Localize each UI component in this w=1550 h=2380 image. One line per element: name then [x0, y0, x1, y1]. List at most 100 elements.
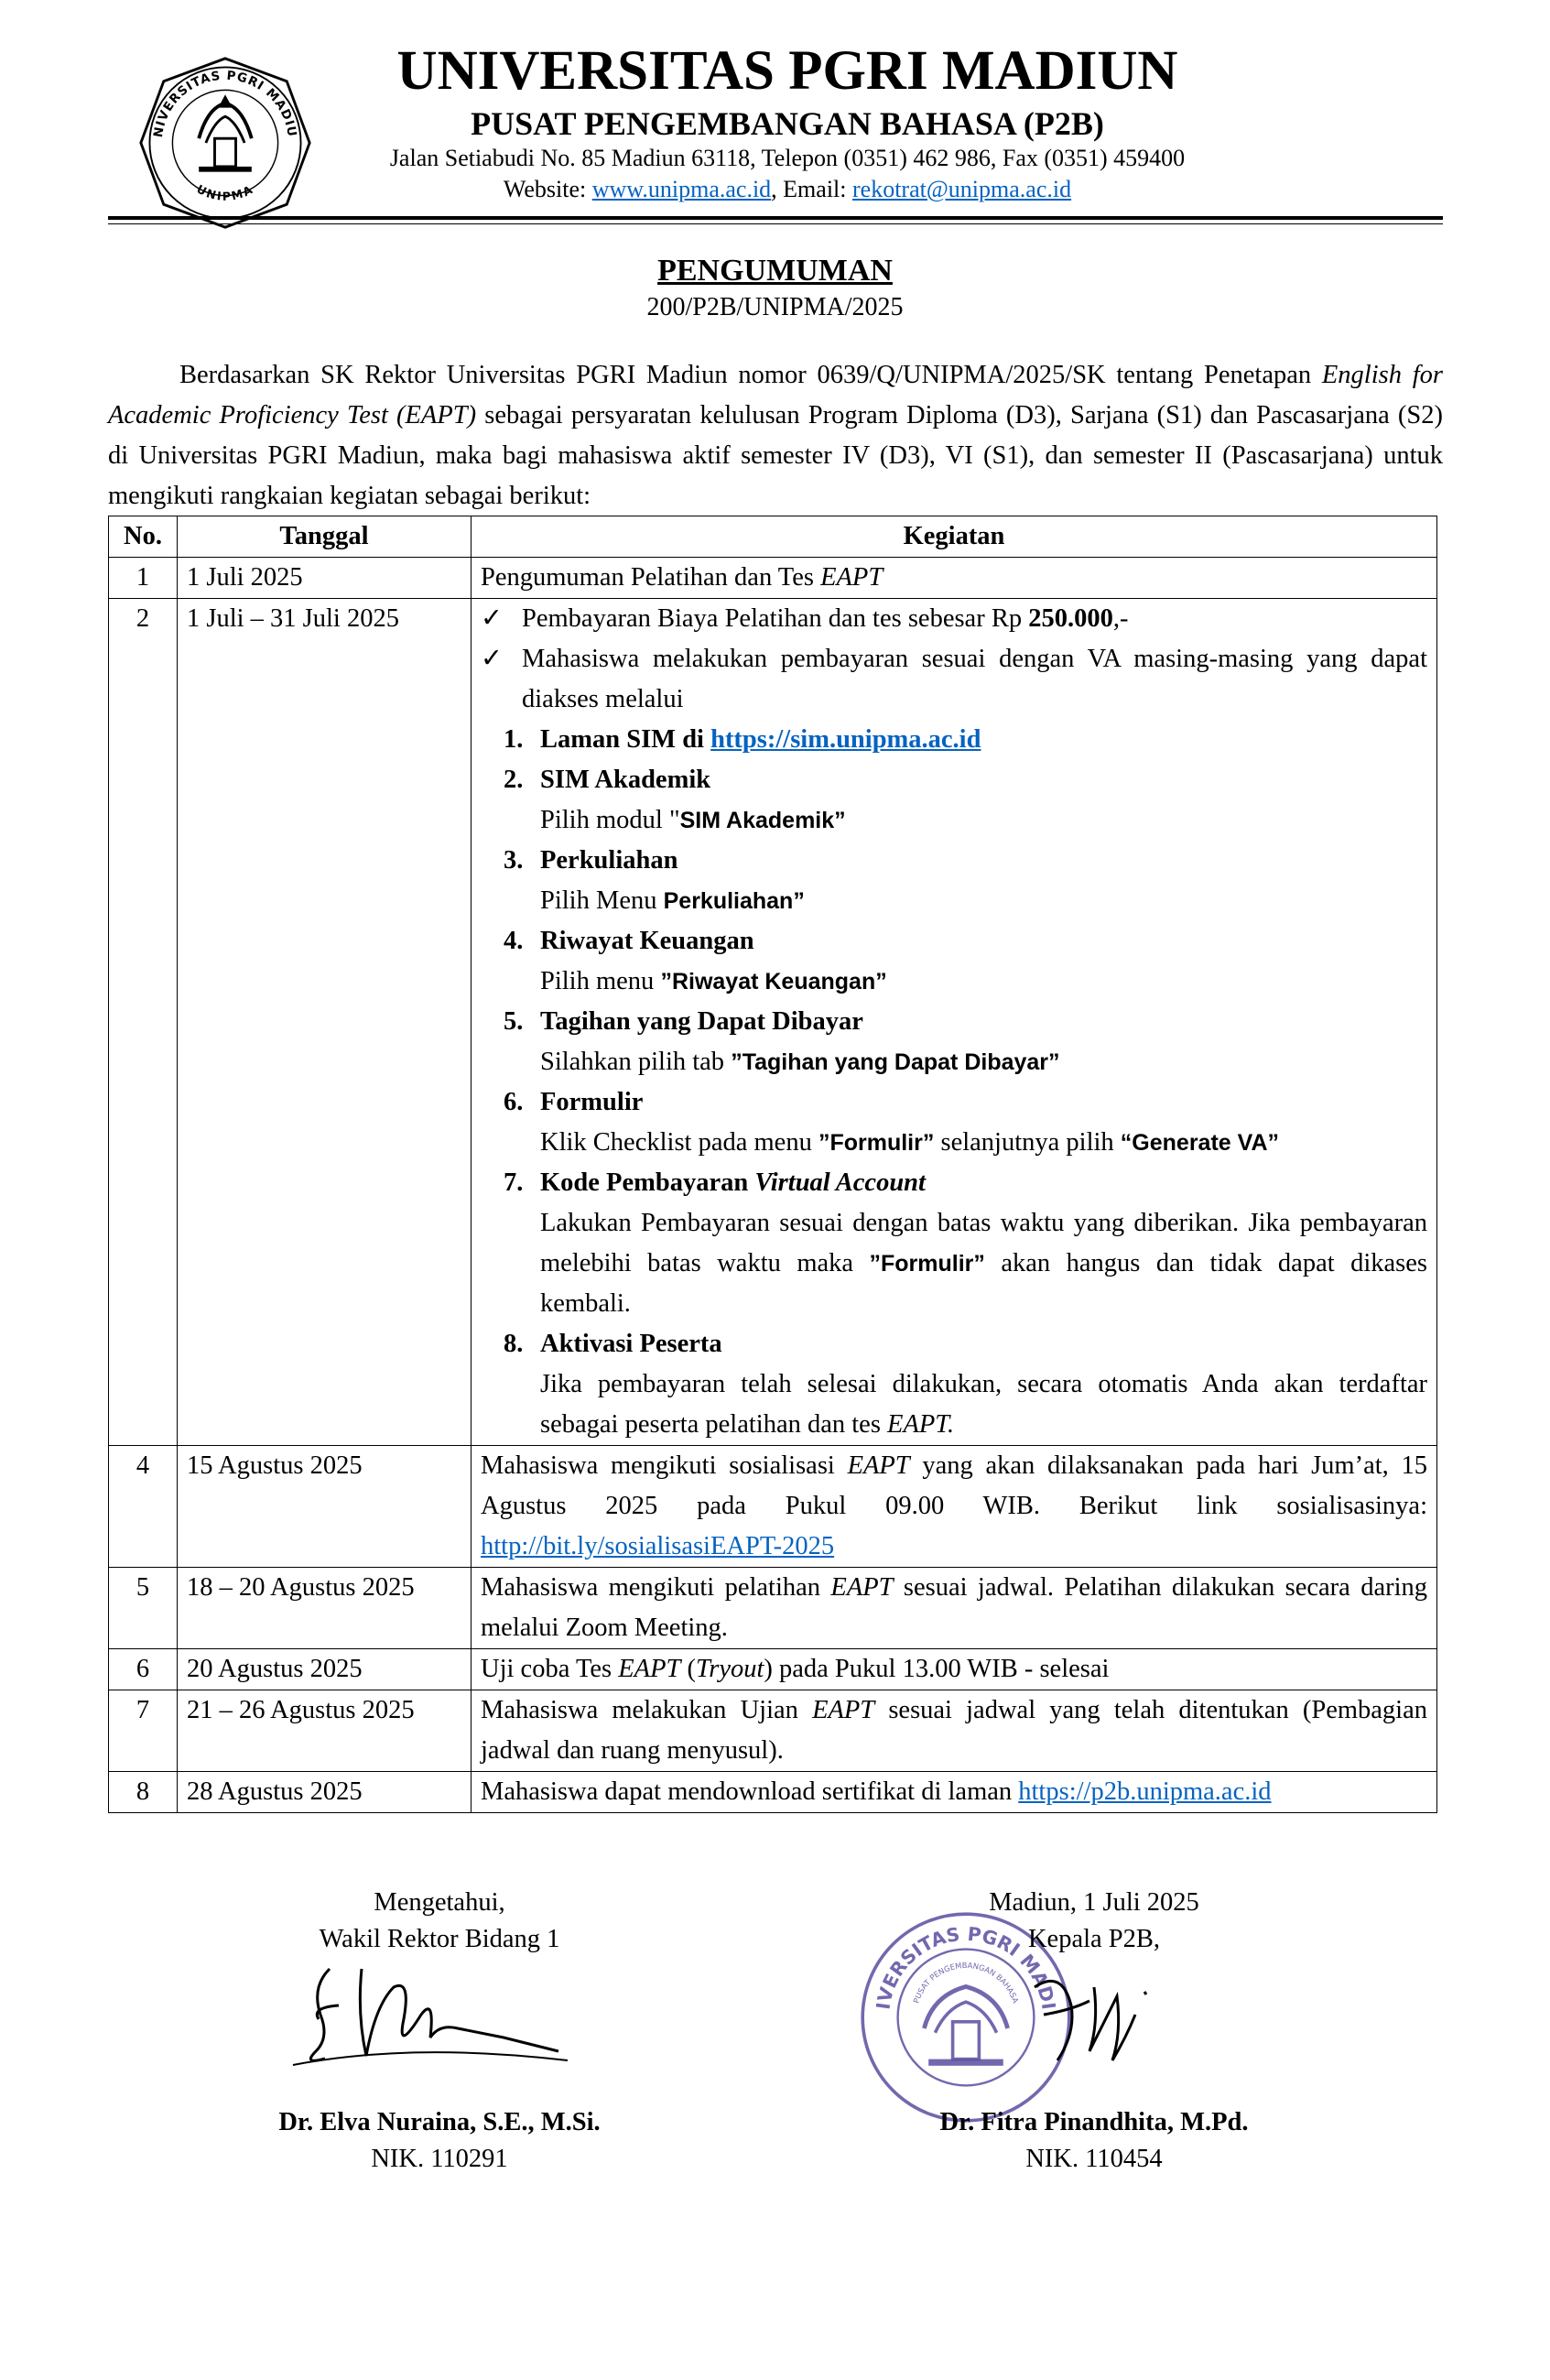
row-date: 1 Juli – 31 Juli 2025 — [177, 598, 472, 1446]
address-line: Jalan Setiabudi No. 85 Madiun 63118, Tel… — [389, 145, 1186, 171]
step-menu-label: ”Formulir” — [869, 1251, 985, 1277]
step-number: 5. — [504, 1007, 524, 1036]
activity-text: Pengumuman Pelatihan dan Tes — [481, 563, 821, 592]
intro-text-italic: English for Academic Proficiency Test (E… — [108, 361, 1443, 429]
center-name: PUSAT PENGEMBANGAN BAHASA (P2B) — [471, 105, 1104, 142]
row-activity: Mahasiswa mengikuti pelatihan EAPT sesua… — [471, 1567, 1437, 1649]
step-menu-label: ”Formulir” — [818, 1130, 935, 1156]
socialization-link[interactable]: http://bit.ly/sosialisasiEAPT-2025 — [481, 1532, 835, 1560]
row-no: 2 — [108, 598, 178, 1446]
activity-italic: EAPT — [820, 563, 883, 592]
logo-bottom-text: UNIPMA — [194, 182, 254, 203]
p2b-link[interactable]: https://p2b.unipma.ac.id — [1018, 1777, 1272, 1806]
website-link[interactable]: www.unipma.ac.id — [591, 176, 772, 202]
activity-text: Uji coba Tes — [481, 1655, 619, 1683]
activity-italic: Tryout — [695, 1655, 764, 1683]
step-number: 4. — [504, 927, 524, 955]
official-stamp: UNIVERSITAS PGRI MADIUN PUSAT PENGEMBANG… — [856, 1907, 1071, 2123]
table-row: 1 1 Juli 2025 Pengumuman Pelatihan dan T… — [108, 557, 1437, 599]
step-menu-label: Perkuliahan” — [663, 888, 805, 914]
fee-suffix: ,- — [1112, 604, 1129, 633]
col-header-date: Tanggal — [177, 516, 472, 558]
table-row: 8 28 Agustus 2025 Mahasiswa dapat mendow… — [108, 1771, 1437, 1813]
sim-link[interactable]: https://sim.unipma.ac.id — [710, 725, 981, 754]
col-header-no: No. — [108, 516, 178, 558]
activity-text: Mahasiswa mengikuti sosialisasi — [481, 1451, 848, 1480]
row-no: 5 — [108, 1567, 178, 1649]
row-no: 6 — [108, 1648, 178, 1690]
step-title-italic: Virtual Account — [754, 1168, 926, 1197]
step-title: Aktivasi Peserta — [540, 1330, 722, 1358]
step-desc: Pilih modul " — [540, 806, 680, 834]
activity-text: yang akan dilaksanakan pada hari Jum’at,… — [481, 1451, 1427, 1520]
step-menu-label: ”Riwayat Keuangan” — [660, 969, 887, 994]
website-label: Website: — [503, 176, 592, 202]
row-date: 18 – 20 Agustus 2025 — [177, 1567, 472, 1649]
announcement-title: PENGUMUMAN — [657, 254, 893, 288]
university-name: UNIVERSITAS PGRI MADIUN — [396, 40, 1178, 102]
table-row: 2 1 Juli – 31 Juli 2025 ✓ Pembayaran Bia… — [108, 598, 1437, 1446]
handwritten-signature-left — [292, 1967, 569, 2066]
sig-right-nik: NIK. 110454 — [1025, 2145, 1163, 2173]
step-item: 1. Laman SIM di https://sim.unipma.ac.id — [481, 720, 1427, 760]
table-row: 6 20 Agustus 2025 Uji coba Tes EAPT (Try… — [108, 1648, 1437, 1690]
row-date: 15 Agustus 2025 — [177, 1445, 472, 1568]
step-number: 3. — [504, 846, 524, 875]
step-number: 8. — [504, 1330, 524, 1358]
svg-text:UNIPMA: UNIPMA — [194, 182, 255, 203]
step-title-text: Kode Pembayaran — [540, 1168, 755, 1197]
activity-text: Mahasiswa melakukan Ujian — [481, 1696, 813, 1724]
contact-line: Website: www.unipma.ac.id, Email: rekotr… — [330, 174, 1245, 205]
step-desc-italic: EAPT. — [887, 1410, 955, 1439]
schedule-table: No. Tanggal Kegiatan 1 1 Juli 2025 Pengu… — [108, 516, 1437, 1813]
step-title: SIM Akademik — [540, 766, 711, 794]
step-title: Tagihan yang Dapat Dibayar — [540, 1007, 863, 1036]
step-number: 2. — [504, 766, 524, 794]
row-activity: Mahasiswa dapat mendownload sertifikat d… — [471, 1771, 1437, 1813]
letterhead: UNIVERSITAS PGRI MADIUN PUSAT PENGEMBANG… — [330, 38, 1245, 205]
check-text: Mahasiswa melakukan pembayaran sesuai de… — [522, 645, 1427, 713]
check-item: ✓ Pembayaran Biaya Pelatihan dan tes seb… — [481, 599, 1427, 639]
table-row: 4 15 Agustus 2025 Mahasiswa mengikuti so… — [108, 1445, 1437, 1568]
activity-text: ( — [680, 1655, 696, 1683]
step-desc: Jika pembayaran telah selesai dilakukan,… — [540, 1364, 1427, 1445]
sig-left-line2: Wakil Rektor Bidang 1 — [319, 1925, 560, 1953]
sig-right-name: Dr. Fitra Pinandhita, M.Pd. — [939, 2108, 1249, 2136]
row-activity: Pengumuman Pelatihan dan Tes EAPT — [471, 557, 1437, 599]
handwritten-signature-right — [1034, 1979, 1148, 2061]
step-desc-text: akan hangus dan tidak dapat dikases kemb… — [540, 1249, 1427, 1318]
row-activity: Uji coba Tes EAPT (Tryout) pada Pukul 13… — [471, 1648, 1437, 1690]
step-desc: Klik Checklist pada menu — [540, 1128, 818, 1157]
table-header-row: No. Tanggal Kegiatan — [108, 516, 1437, 558]
table-row: 7 21 – 26 Agustus 2025 Mahasiswa melakuk… — [108, 1690, 1437, 1772]
step-desc: Lakukan Pembayaran sesuai dengan batas w… — [540, 1203, 1427, 1324]
unipma-logo-icon: UNIVERSITAS PGRI MADIUN UNIPMA — [137, 55, 311, 229]
step-desc: Silahkan pilih tab — [540, 1048, 732, 1076]
row-activity: ✓ Pembayaran Biaya Pelatihan dan tes seb… — [471, 598, 1437, 1446]
step-desc: selanjutnya pilih — [934, 1128, 1121, 1157]
step-menu-label: SIM Akademik” — [679, 808, 846, 833]
step-desc-text: Lakukan Pembayaran sesuai dengan batas w… — [540, 1209, 1427, 1277]
letterhead-rule-thick — [108, 216, 1443, 220]
activity-italic: EAPT — [847, 1451, 910, 1480]
sig-left-line1: Mengetahui, — [374, 1888, 505, 1917]
row-activity: Mahasiswa mengikuti sosialisasi EAPT yan… — [471, 1445, 1437, 1568]
step-title: Kode Pembayaran Virtual Account — [540, 1163, 1427, 1203]
email-link[interactable]: rekotrat@unipma.ac.id — [852, 176, 1072, 202]
intro-text-2: sebagai persyaratan kelulusan Program Di… — [108, 401, 1443, 510]
row-date: 21 – 26 Agustus 2025 — [177, 1690, 472, 1772]
activity-text: Mahasiswa mengikuti pelatihan — [481, 1573, 831, 1602]
activity-text: Mahasiswa dapat mendownload sertifikat d… — [481, 1777, 1019, 1806]
step-number: 1. — [504, 725, 524, 754]
step-desc: Pilih Menu — [540, 886, 664, 915]
activity-italic: EAPT — [812, 1696, 875, 1724]
step-title: Formulir — [540, 1088, 644, 1116]
